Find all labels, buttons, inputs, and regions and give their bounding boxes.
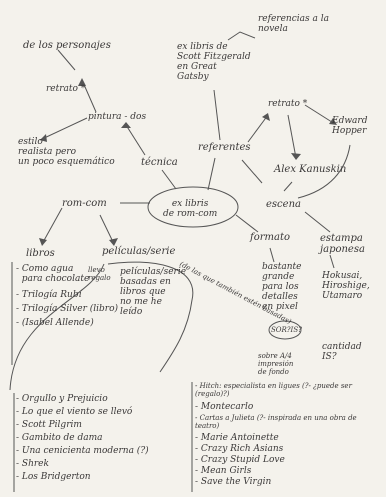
node-formato: formato	[250, 232, 290, 243]
node-kanuskin: Alex Kanuskin	[274, 164, 347, 175]
node-peliculas: películas/serie	[102, 246, 176, 257]
movies-left-list: - Orgullo y Prejuicio - Lo que el viento…	[16, 394, 149, 482]
node-escena: escena	[266, 199, 301, 210]
node-referentes: referentes	[198, 142, 251, 153]
list-item: - Trilogía Rubí	[16, 290, 82, 300]
edge-estampa-hokusai	[329, 254, 335, 269]
edge-romcom-libros	[41, 207, 63, 245]
arrowhead-2	[121, 122, 131, 128]
list-item: - Montecarlo	[195, 402, 254, 412]
edge-gatsby-referencias	[227, 31, 256, 41]
list-item: - Trilogía Silver (libro)	[16, 304, 119, 314]
edge-referentes-gatsby	[213, 89, 221, 141]
list-item: - Mean Girls	[195, 466, 252, 476]
node-hokusai: Hokusai, Hiroshige, Utamaro	[322, 271, 370, 301]
divider-curve-left	[9, 263, 105, 391]
list-item: - Shrek	[16, 459, 49, 469]
list-item: - Una cenicienta moderna (?)	[16, 446, 149, 456]
edge-retrato-personajes	[57, 49, 76, 71]
edge-center-tecnica	[161, 169, 177, 190]
arrowhead-6	[291, 153, 301, 160]
node-estampa: estampa japonesa	[320, 233, 365, 255]
node-sobre: sobre A/4 impresión de fondo	[258, 352, 294, 376]
libros-list: - Como agua para chocolate - Trilogía Ru…	[16, 264, 118, 328]
list-item: - Lo que el viento se llevó	[16, 407, 133, 417]
list-item: - Cartas a Julieta (?- inspirada en una …	[195, 414, 357, 430]
arrowhead-5	[329, 118, 337, 125]
edge-formato-bastante	[269, 247, 275, 263]
edge-escena-hopper	[297, 144, 351, 199]
edge-kanuskin-escena	[283, 181, 293, 192]
node-bastante: bastante grande para los detalles en pix…	[262, 262, 302, 312]
arrowhead-4	[262, 113, 270, 121]
arrowhead-8	[109, 238, 118, 246]
edge-romcom-peliculas	[99, 214, 115, 245]
edge-center-formato	[235, 214, 259, 233]
node-referencias: referencias a la novela	[258, 14, 329, 34]
node-cantidad: cantidad IS?	[322, 342, 362, 362]
node-center: ex libris de rom-com	[163, 199, 218, 219]
node-romcom: rom-com	[62, 198, 107, 209]
list-item: - Marie Antoinette	[195, 433, 279, 443]
list-item: - Gambito de dama	[16, 433, 103, 443]
list-item: - Scott Pilgrim	[16, 420, 82, 430]
list-item: - Crazy Stupid Love	[195, 455, 285, 465]
node-estilo: estilo realista pero un poco esquemático	[18, 137, 115, 167]
arrowhead-7	[39, 238, 47, 246]
list-item: - Orgullo y Prejuicio	[16, 394, 108, 404]
node-small-note: llevo regalo	[88, 266, 111, 282]
edge-center-referentes	[207, 157, 216, 191]
node-de-los-personajes: de los personajes	[23, 40, 111, 51]
list-item: - (Isabel Allende)	[16, 318, 94, 328]
edge-escena-estampa	[304, 211, 331, 233]
center-ellipse	[147, 186, 239, 228]
edge-referentes-escena	[241, 159, 263, 184]
list-item: - Crazy Rich Asians	[195, 444, 284, 454]
node-pintura: pintura - dos	[88, 112, 147, 122]
list-item: - Hitch: especialista en ligues (?- ¿pue…	[195, 382, 352, 398]
node-retrato-right: retrato *	[268, 99, 308, 109]
node-hopper: Edward Hopper	[332, 116, 368, 136]
node-libros: libros	[26, 248, 55, 259]
node-sorpesa: SOR?IS?	[271, 326, 302, 334]
edge-retrato-hopper	[304, 104, 336, 125]
node-retrato-left: retrato *	[46, 84, 86, 94]
edge-referentes-retrato	[247, 114, 269, 143]
list-item: - Como agua para chocolate	[16, 264, 90, 284]
edge-pintura-estilo	[39, 117, 88, 141]
sorpesa-circle	[268, 320, 302, 340]
list-item: - Los Bridgerton	[16, 472, 91, 482]
list-item: - Save the Virgin	[195, 477, 272, 487]
movies-right-list: - Hitch: especialista en ligues (?- ¿pue…	[195, 382, 383, 487]
node-gatsby: ex libris de Scott Fitzgerald en Great G…	[177, 42, 251, 82]
node-tecnica: técnica	[141, 157, 178, 168]
divider-curve-mid	[107, 261, 194, 373]
arrowhead-1	[78, 78, 86, 86]
edge-tecnica-pintura	[125, 124, 146, 156]
node-basadas: películas/serie basadas en libros que no…	[120, 267, 187, 317]
arrowhead-3	[40, 134, 47, 142]
edge-retrato-kanuskin	[287, 114, 297, 159]
